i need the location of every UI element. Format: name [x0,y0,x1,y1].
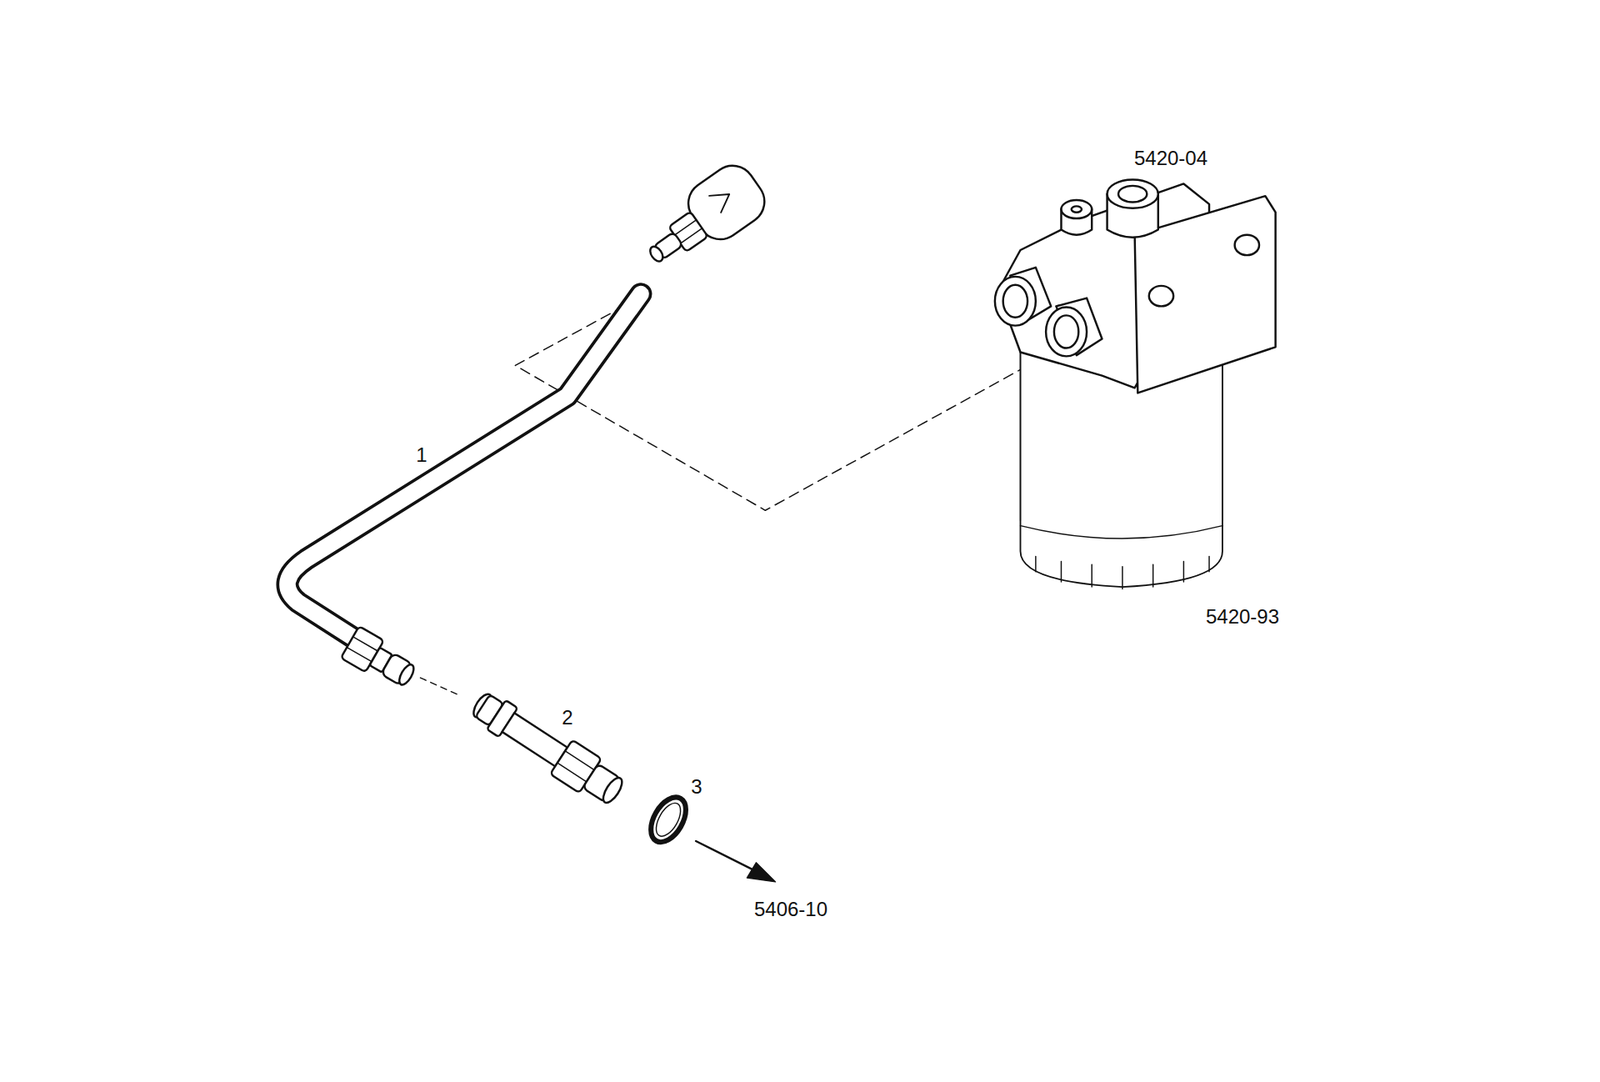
assembly-line [420,677,461,696]
pipe [287,294,641,637]
assembly-line [515,298,1043,511]
connector-part [466,685,630,810]
callout-number: 1 [414,444,429,466]
part-number: 5420-04 [1132,147,1210,170]
callout-number: 2 [560,706,575,729]
sealing-washer [644,790,694,848]
direction-arrow [695,840,754,870]
pipe [287,294,641,637]
filter-head [995,180,1276,394]
pipe-fitting [340,625,420,693]
arrow-head [746,862,775,882]
part-number: 5406-10 [752,898,830,920]
pressure-sensor [633,156,774,280]
callout-number: 3 [689,775,704,798]
part-number: 5420-93 [1204,605,1281,628]
